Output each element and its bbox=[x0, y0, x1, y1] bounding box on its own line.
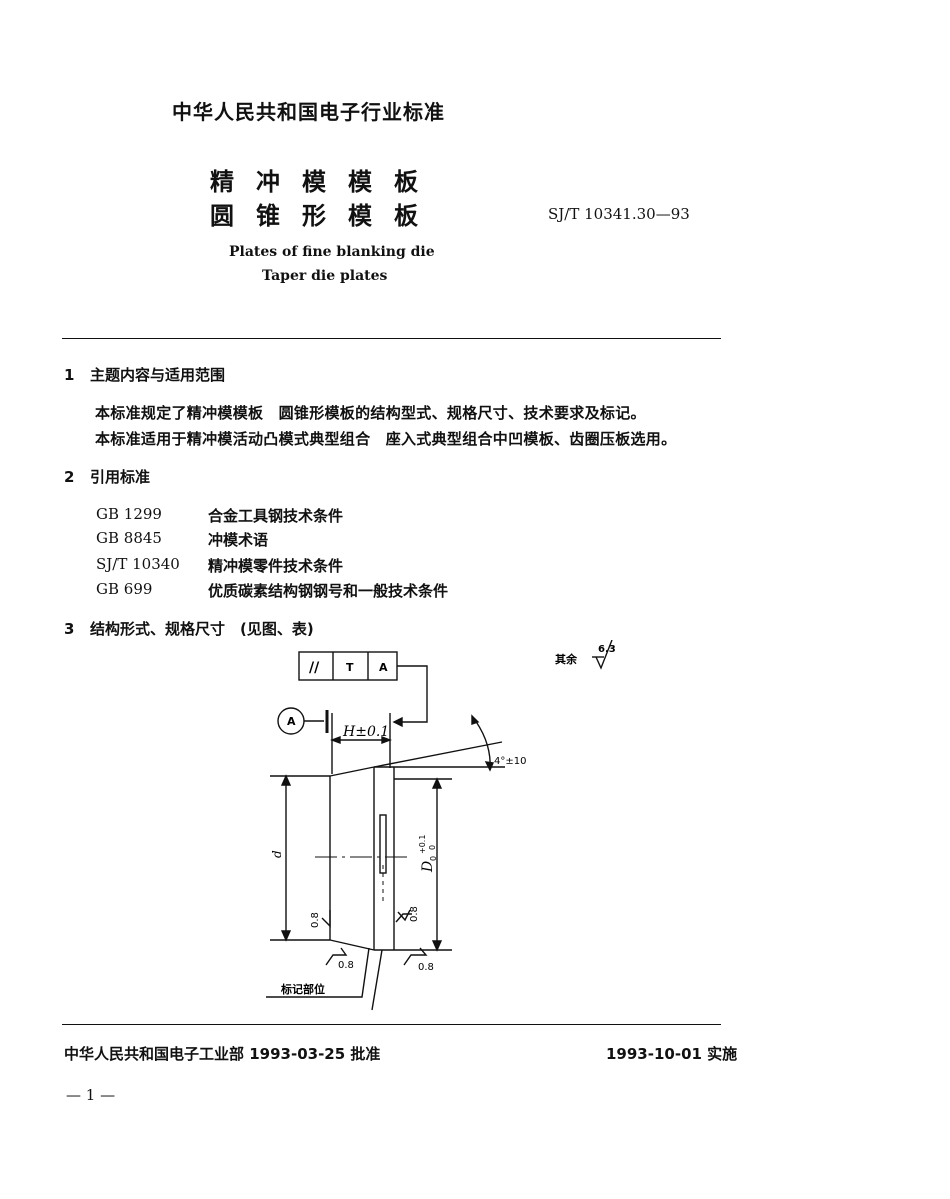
reference-description: 合金工具钢技术条件 bbox=[208, 507, 344, 525]
section-number: 1 bbox=[64, 366, 75, 384]
header-divider bbox=[62, 338, 721, 339]
diameter-d-label: d bbox=[270, 850, 284, 858]
reference-code: GB 699 bbox=[96, 580, 153, 598]
approval-statement: 中华人民共和国电子工业部 1993-03-25 批准 bbox=[64, 1045, 381, 1063]
section-title: 主题内容与适用范围 bbox=[90, 366, 226, 384]
footer-divider bbox=[62, 1024, 721, 1025]
section-3-heading: 3 结构形式、规格尺寸 (见图、表) bbox=[64, 618, 314, 639]
issuing-organization: 中华人民共和国电子行业标准 bbox=[172, 100, 445, 124]
roughness-value: 0.8 bbox=[310, 912, 321, 928]
reference-description: 优质碳素结构钢钢号和一般技术条件 bbox=[208, 582, 449, 600]
roughness-value: 0.8 bbox=[338, 960, 354, 971]
section-2-heading: 2 引用标准 bbox=[64, 466, 150, 487]
diameter-D0-upper-tolerance: +0.1 bbox=[418, 835, 427, 854]
thickness-dimension: H±0.1 bbox=[342, 724, 389, 740]
tolerance-value: T bbox=[346, 661, 354, 674]
section-title: 引用标准 bbox=[90, 468, 151, 486]
diameter-D0-subscript: 0 bbox=[429, 856, 438, 861]
reference-code: GB 1299 bbox=[96, 505, 162, 523]
english-title-line2: Taper die plates bbox=[262, 268, 388, 284]
english-title-line1: Plates of fine blanking die bbox=[229, 244, 435, 260]
taper-angle-dimension: 4°±10 bbox=[494, 756, 526, 767]
section-number: 2 bbox=[64, 468, 75, 486]
reference-code: GB 8845 bbox=[96, 529, 162, 547]
reference-code: SJ/T 10340 bbox=[96, 555, 180, 573]
roughness-value: 0.8 bbox=[418, 962, 434, 973]
reference-description: 精冲模零件技术条件 bbox=[208, 557, 344, 575]
datum-label: A bbox=[287, 715, 296, 728]
implementation-date: 1993-10-01 实施 bbox=[606, 1045, 738, 1063]
roughness-value: 0.8 bbox=[409, 906, 420, 922]
section-title: 结构形式、规格尺寸 (见图、表) bbox=[90, 620, 314, 638]
diameter-D0-lower-tolerance: 0 bbox=[428, 845, 437, 850]
rest-roughness-value: 6.3 bbox=[598, 644, 616, 655]
section-1-heading: 1 主题内容与适用范围 bbox=[64, 364, 225, 385]
section-number: 3 bbox=[64, 620, 75, 638]
page-number: — 1 — bbox=[66, 1086, 116, 1104]
section-1-paragraph-2: 本标准适用于精冲模活动凸模式典型组合 座入式典型组合中凹模板、齿圈压板选用。 bbox=[95, 430, 677, 448]
diameter-D0-symbol: D bbox=[420, 861, 436, 873]
tolerance-symbol: // bbox=[309, 660, 320, 676]
standard-code: SJ/T 10341.30—93 bbox=[548, 205, 690, 223]
technical-drawing: // T A A H±0.1 4°±10 d D 0 +0.1 0 0.8 0.… bbox=[266, 640, 616, 1011]
rest-roughness-label: 其余 bbox=[555, 652, 578, 666]
section-1-paragraph-1: 本标准规定了精冲模模板 圆锥形模板的结构型式、规格尺寸、技术要求及标记。 bbox=[95, 404, 646, 422]
document-title-line1: 精冲模模板 bbox=[210, 168, 440, 196]
document-title-line2: 圆锥形模板 bbox=[210, 202, 440, 230]
marking-position-label: 标记部位 bbox=[280, 982, 325, 996]
diameter-D0-label: D 0 +0.1 0 bbox=[418, 835, 438, 873]
tolerance-datum-ref: A bbox=[379, 661, 388, 674]
reference-description: 冲模术语 bbox=[208, 531, 269, 549]
